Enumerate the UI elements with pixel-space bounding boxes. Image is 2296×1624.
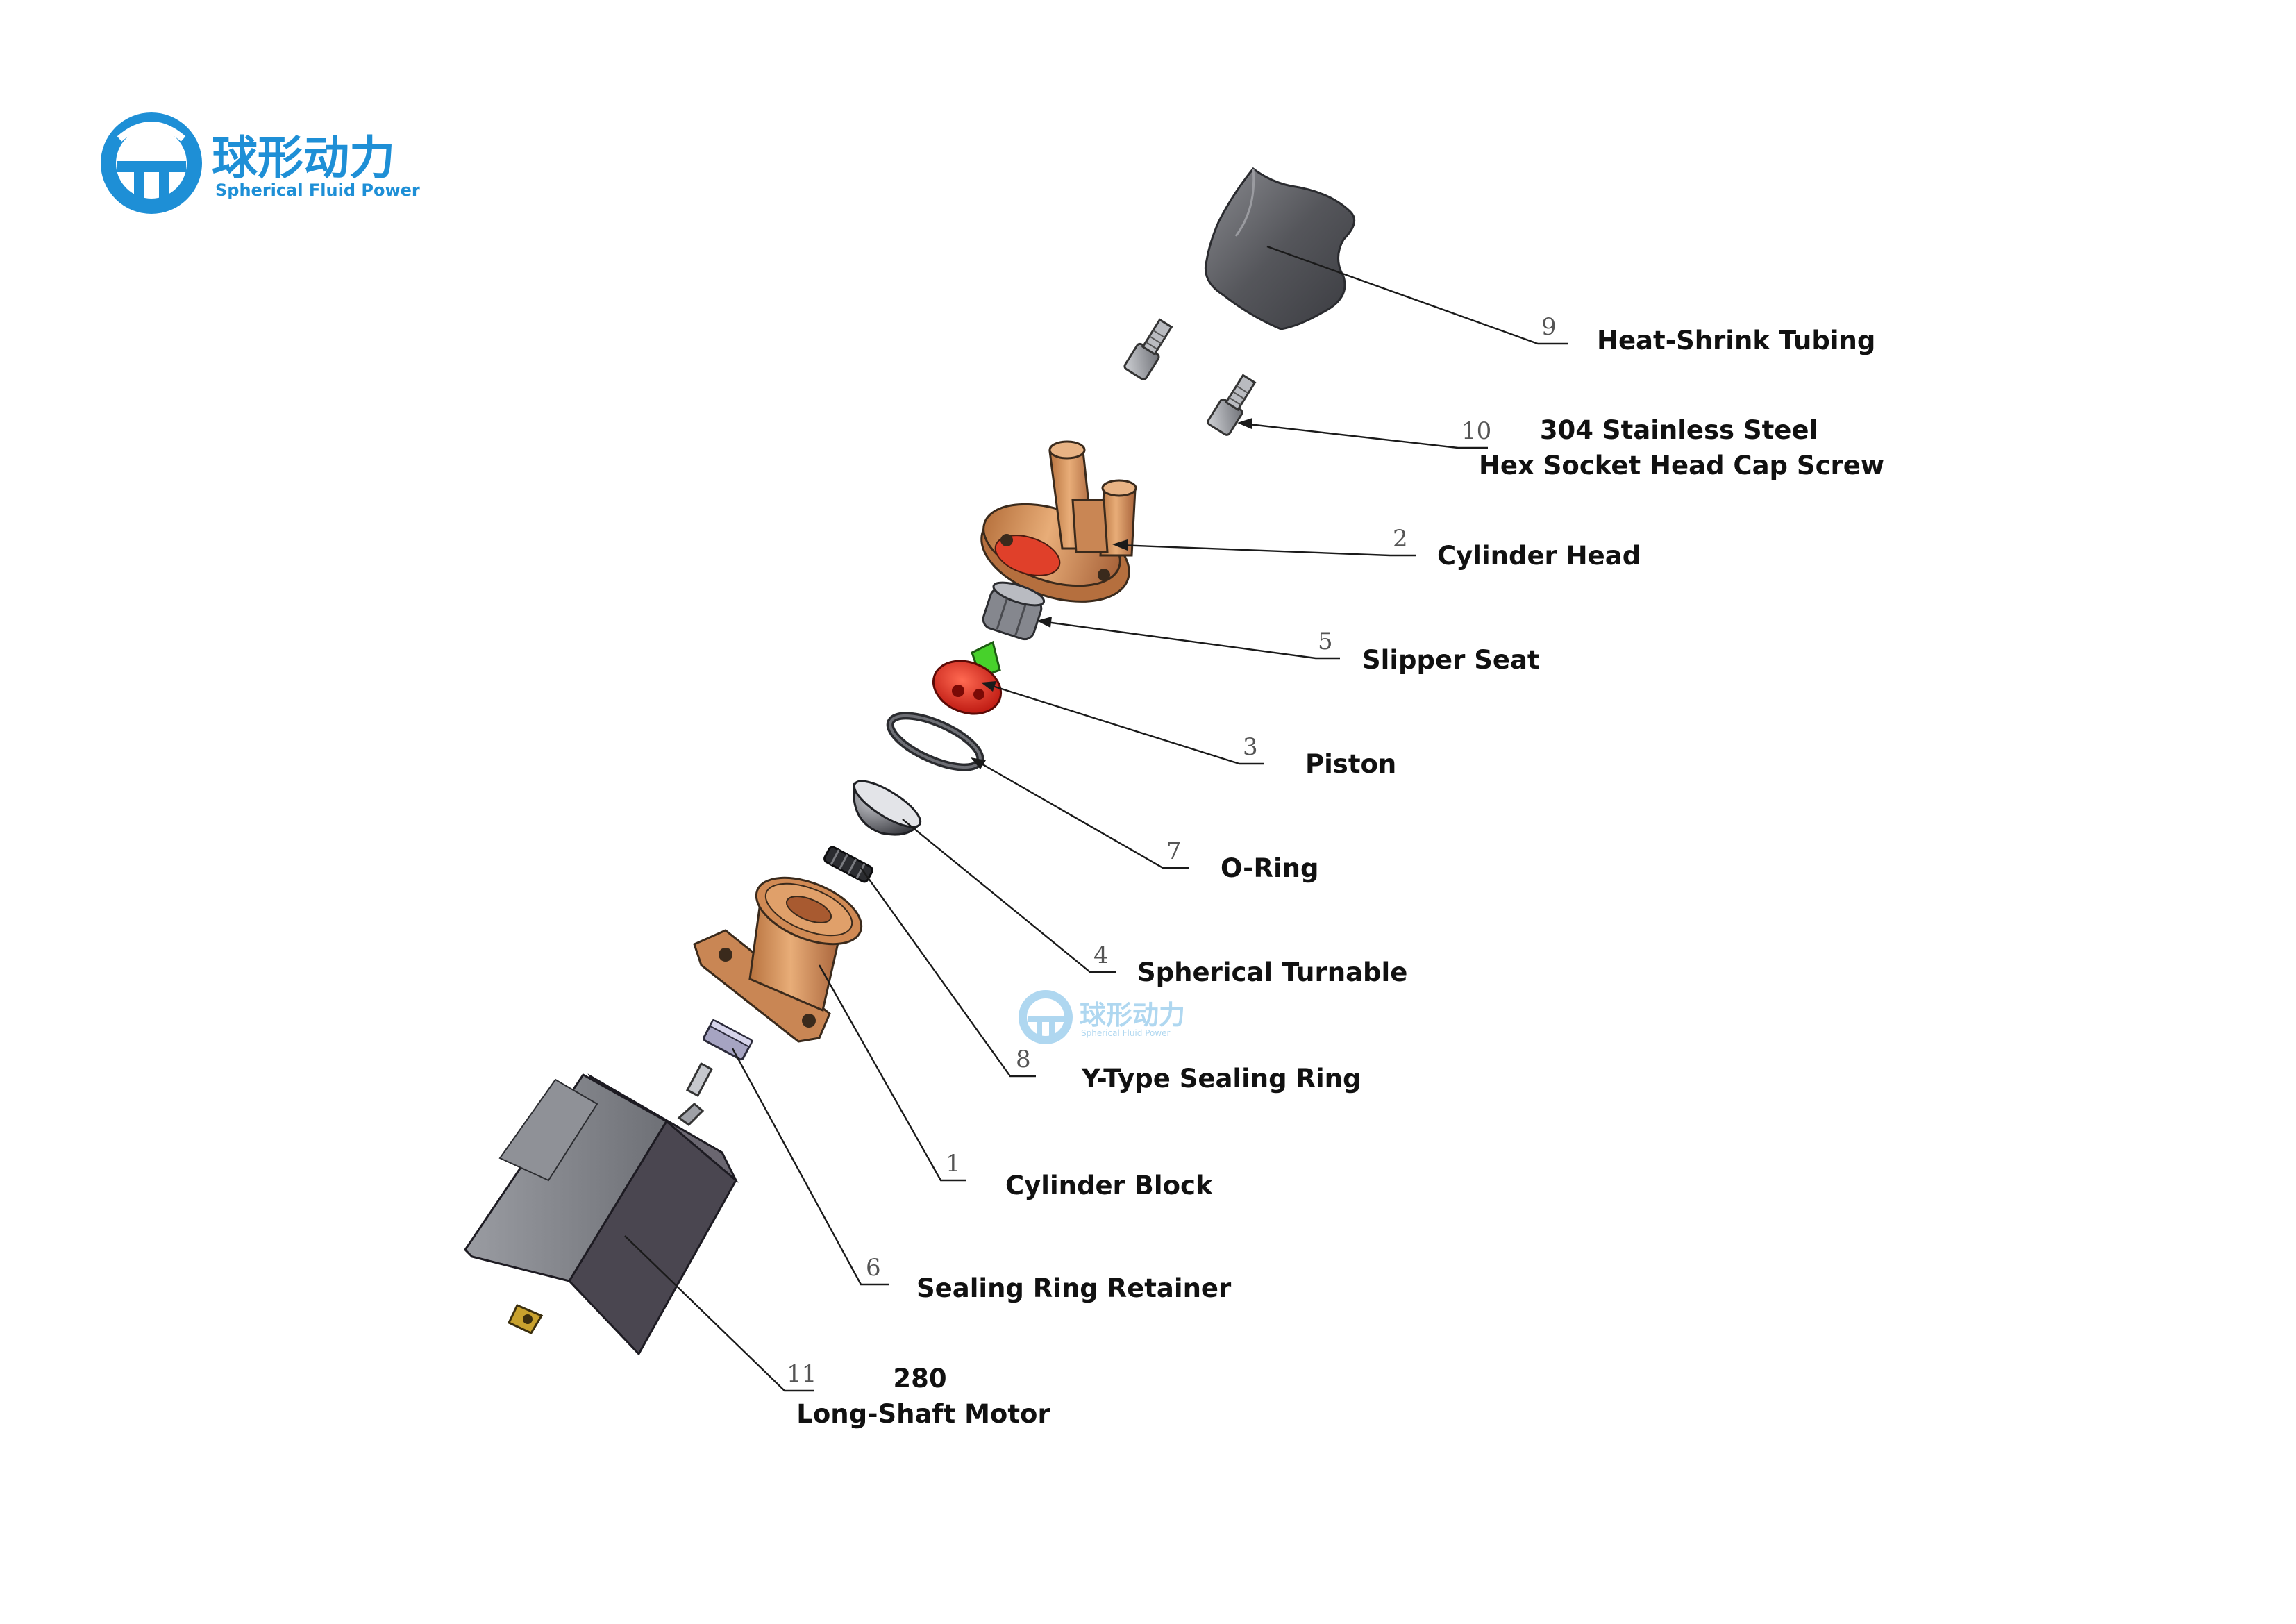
- leader-arrow-10: [1237, 418, 1252, 429]
- leader-arrow-2: [1112, 539, 1128, 551]
- leader-arrow-7: [971, 757, 986, 769]
- label-y-type-sealing-ring: Y-Type Sealing Ring: [1081, 1064, 1361, 1094]
- cap-screw-part-upper: [1123, 318, 1173, 380]
- label-slipper-seat: Slipper Seat: [1362, 645, 1540, 675]
- y-type-sealing-ring-part: [823, 846, 873, 883]
- watermark-name-cn: 球形动力: [1080, 1000, 1185, 1030]
- cylinder-head-part: [980, 440, 1137, 603]
- brand-name-en: Spherical Fluid Power: [215, 181, 420, 200]
- part-number-6: 6: [866, 1254, 881, 1282]
- brand-name-cn: 球形动力: [212, 131, 395, 185]
- heat-shrink-tubing-part: [1204, 167, 1356, 330]
- o-ring-part: [886, 712, 984, 771]
- leader-line-9: [1266, 245, 1568, 345]
- brand-logo-icon: [101, 112, 202, 214]
- part-number-11: 11: [787, 1360, 816, 1388]
- leader-line-1: [818, 964, 966, 1182]
- watermark-logo: 球形动力 Spherical Fluid Power: [1019, 990, 1185, 1044]
- part-numbers: 9 10 2 5 3 7 4 8 1 6 11: [787, 313, 1557, 1388]
- leader-lines: [624, 245, 1568, 1392]
- label-long-shaft-motor-line1: 280: [893, 1364, 946, 1393]
- label-long-shaft-motor-line2: Long-Shaft Motor: [796, 1399, 1050, 1429]
- leader-line-4: [902, 819, 1116, 973]
- label-heat-shrink-tubing: Heat-Shrink Tubing: [1597, 326, 1875, 355]
- long-shaft-motor-part: [464, 1062, 739, 1356]
- part-number-9: 9: [1541, 313, 1557, 341]
- part-number-2: 2: [1393, 525, 1408, 553]
- label-piston: Piston: [1305, 749, 1396, 779]
- label-cylinder-block: Cylinder Block: [1005, 1171, 1214, 1200]
- leader-line-8: [860, 867, 1036, 1078]
- part-number-10: 10: [1461, 417, 1491, 445]
- label-spherical-turnable: Spherical Turnable: [1137, 957, 1407, 987]
- label-o-ring: O-Ring: [1221, 853, 1319, 883]
- cylinder-block-part: [693, 876, 863, 1043]
- slipper-seat-part: [982, 581, 1046, 641]
- piston-part: [932, 640, 1003, 715]
- label-cylinder-head: Cylinder Head: [1437, 541, 1641, 571]
- leader-line-2: [1117, 544, 1416, 557]
- part-number-3: 3: [1243, 733, 1258, 761]
- part-labels: Heat-Shrink Tubing 304 Stainless Steel H…: [796, 326, 1884, 1429]
- label-hex-socket-screw-line1: 304 Stainless Steel: [1540, 415, 1818, 445]
- leader-arrow-3: [981, 681, 996, 692]
- part-number-1: 1: [946, 1150, 961, 1178]
- label-hex-socket-screw-line2: Hex Socket Head Cap Screw: [1479, 451, 1884, 480]
- leader-arrow-5: [1037, 617, 1052, 628]
- part-number-8: 8: [1016, 1046, 1031, 1073]
- watermark-name-en: Spherical Fluid Power: [1081, 1028, 1171, 1038]
- part-number-7: 7: [1166, 837, 1182, 865]
- leader-line-5: [1041, 620, 1340, 660]
- label-sealing-ring-retainer: Sealing Ring Retainer: [916, 1273, 1232, 1303]
- leader-line-7: [975, 759, 1189, 869]
- leader-line-6: [731, 1048, 889, 1286]
- sealing-ring-retainer-part: [703, 1019, 754, 1061]
- part-number-5: 5: [1318, 628, 1333, 655]
- leader-line-10: [1242, 422, 1488, 449]
- part-number-4: 4: [1093, 941, 1109, 969]
- spherical-turnable-part: [853, 780, 922, 836]
- leader-line-11: [624, 1235, 814, 1392]
- leader-line-3: [985, 683, 1264, 765]
- cap-screw-part-lower: [1207, 374, 1257, 436]
- brand-logo: 球形动力 Spherical Fluid Power: [101, 112, 420, 214]
